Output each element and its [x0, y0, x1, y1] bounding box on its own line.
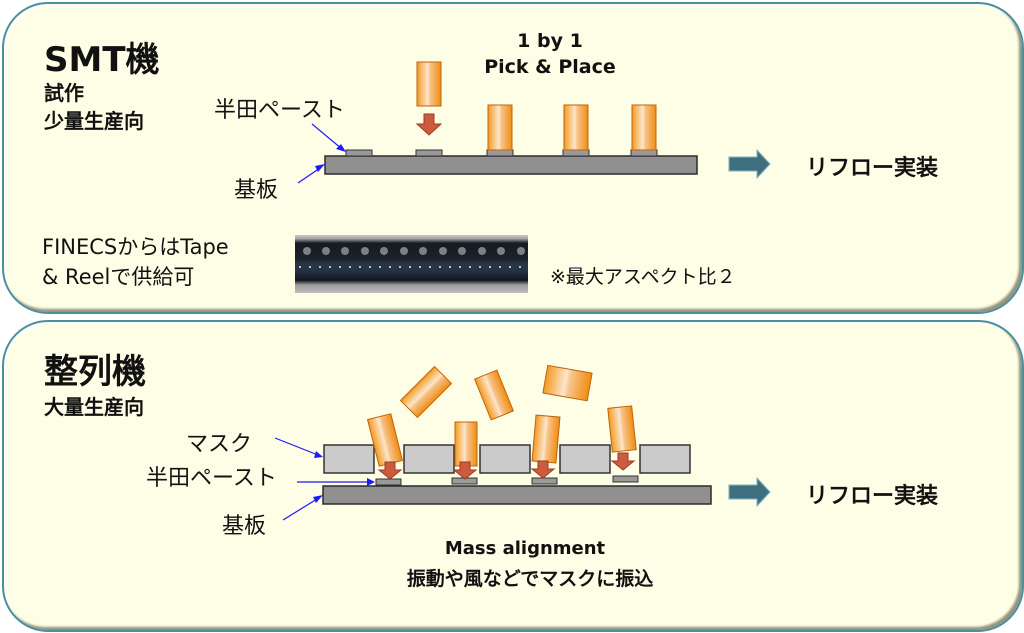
sprocket-hole: [517, 247, 525, 255]
smt-caption-pick-place: Pick & Place: [484, 56, 616, 78]
aligner-caption-method: 振動や風などでマスクに振込: [406, 568, 654, 590]
tape-pocket: [489, 266, 491, 268]
smt-result-reflow: リフロー実装: [806, 156, 939, 181]
aligner-component-entering: [531, 414, 561, 464]
smt-component-placed: [631, 104, 657, 151]
smt-component-placed: [487, 104, 513, 151]
tape-pocket: [399, 266, 401, 268]
sprocket-hole: [400, 247, 408, 255]
aligner-subtitle-mass-production: 大量生産向: [44, 395, 144, 419]
aligner-title: 整列機: [44, 352, 146, 392]
smt-label-substrate: 基板: [234, 178, 279, 203]
sprocket-hole: [341, 247, 349, 255]
tape-pocket: [499, 266, 501, 268]
tape-note-line1: FINECSからはTape: [42, 235, 229, 259]
smt-solder-pad: [345, 149, 373, 157]
pointer-arrowhead: [336, 144, 346, 152]
tape-note-line2: & Reelで供給可: [42, 265, 195, 289]
aligner-substrate: [322, 485, 712, 505]
mask-block: [559, 444, 611, 474]
pointer-arrowhead: [313, 495, 323, 503]
pointer-arrowhead: [315, 164, 325, 172]
tape-pocket: [409, 266, 411, 268]
tape-pocket: [469, 266, 471, 268]
smt-subtitle-small-volume: 少量生産向: [44, 109, 144, 133]
aligner-component-tumbling: [473, 369, 515, 421]
tape-pocket: [479, 266, 481, 268]
aligner-component-entering: [607, 405, 637, 453]
aligner-label-mask: マスク: [186, 432, 253, 457]
sprocket-hole: [458, 247, 466, 255]
sprocket-hole: [322, 247, 330, 255]
smt-component-falling: [416, 61, 442, 107]
smt-title: SMT機: [44, 40, 160, 80]
tape-pocket: [369, 266, 371, 268]
down-arrow-icon: [530, 460, 556, 479]
tape-pocket: [419, 266, 421, 268]
pointer-arrow-icon: [274, 437, 319, 456]
tape-pocket: [509, 266, 511, 268]
tape-pocket: [459, 266, 461, 268]
smt-solder-pad: [415, 149, 443, 157]
sprocket-hole: [303, 247, 311, 255]
smt-component-placed: [563, 104, 589, 151]
pointer-arrowhead: [314, 451, 323, 458]
tape-pocket: [429, 266, 431, 268]
down-arrow-icon: [377, 461, 403, 480]
smt-substrate: [324, 155, 698, 175]
flow-arrow-icon: [728, 476, 771, 508]
sprocket-hole: [361, 247, 369, 255]
tape-pocket: [389, 266, 391, 268]
tape-pocket: [309, 266, 311, 268]
aligner-label-substrate: 基板: [222, 514, 267, 539]
tape-pocket: [359, 266, 361, 268]
aligner-solder-pad: [531, 477, 558, 485]
tape-pocket: [439, 266, 441, 268]
tape-and-reel-image: [295, 235, 528, 293]
aligner-component-tumbling: [542, 364, 593, 402]
smt-subtitle-prototype: 試作: [44, 81, 84, 105]
pointer-arrow-icon: [311, 123, 343, 150]
tape-pocket: [319, 266, 321, 268]
tape-pocket: [519, 266, 521, 268]
pointer-arrow-icon: [297, 167, 321, 184]
tape-pocket: [339, 266, 341, 268]
mask-block: [323, 444, 375, 474]
smt-solder-pad: [486, 149, 514, 157]
down-arrow-icon: [610, 452, 636, 471]
smt-caption-1by1: 1 by 1: [517, 30, 583, 52]
tape-pocket: [379, 266, 381, 268]
aligner-caption-mass-alignment: Mass alignment: [444, 538, 606, 559]
aspect-ratio-note: ※最大アスペクト比２: [550, 266, 736, 288]
sprocket-hole: [478, 247, 486, 255]
aligner-result-reflow: リフロー実装: [806, 484, 939, 509]
pointer-arrow-icon: [282, 498, 318, 521]
flow-arrow-icon: [728, 148, 771, 180]
sprocket-hole: [380, 247, 388, 255]
aligner-component-entering: [454, 421, 478, 467]
tape-pocket: [349, 266, 351, 268]
sprocket-hole: [497, 247, 505, 255]
tape-pocket: [299, 266, 301, 268]
aligner-component-tumbling: [399, 365, 453, 419]
aligner-solder-pad: [612, 475, 639, 483]
mask-block: [403, 444, 455, 474]
smt-label-solder-paste: 半田ペースト: [214, 98, 345, 123]
tape-pocket: [449, 266, 451, 268]
sprocket-hole: [439, 247, 447, 255]
sprocket-hole: [419, 247, 427, 255]
mask-block: [479, 444, 531, 474]
mask-block: [639, 444, 691, 474]
aligner-solder-pad: [375, 478, 402, 486]
smt-solder-pad: [630, 149, 658, 157]
smt-solder-pad: [562, 149, 590, 157]
aligner-label-solder-paste: 半田ペースト: [146, 466, 277, 491]
down-arrow-icon: [415, 113, 443, 136]
down-arrow-icon: [452, 461, 478, 480]
tape-pocket: [329, 266, 331, 268]
pointer-arrowhead: [367, 478, 375, 486]
